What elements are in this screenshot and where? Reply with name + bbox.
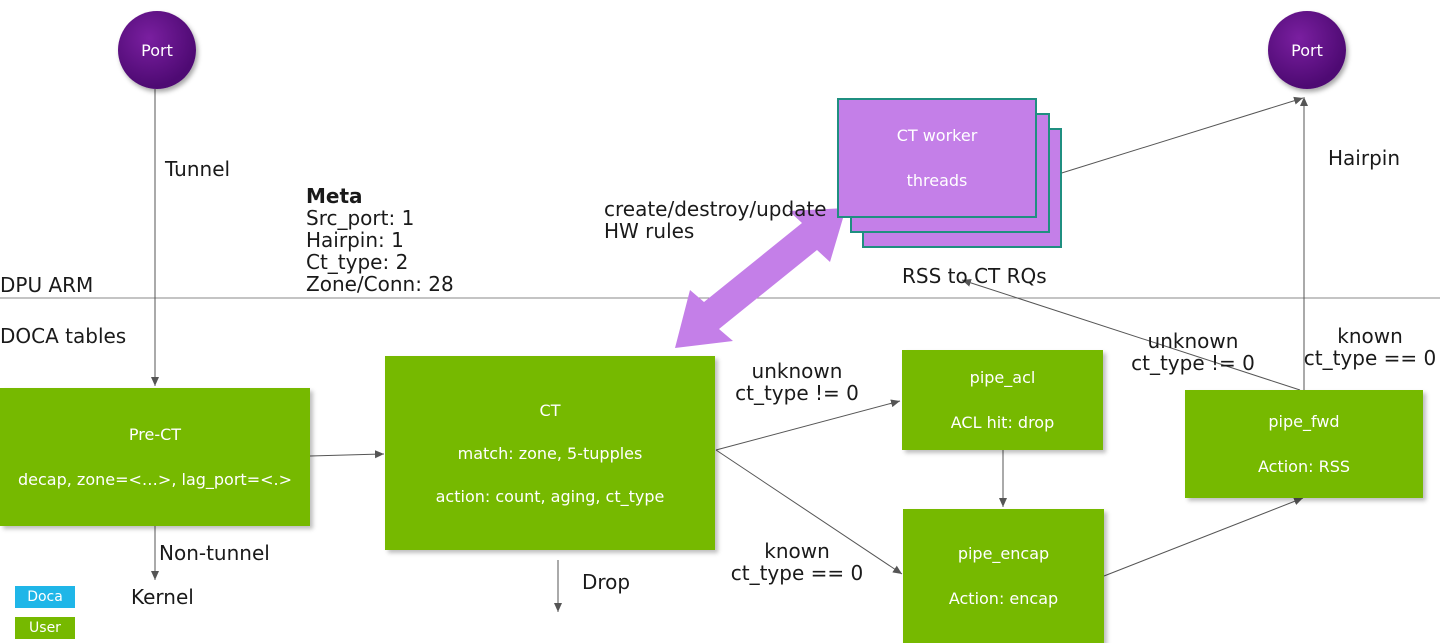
pipe-acl-box[interactable]: pipe_acl ACL hit: drop xyxy=(902,350,1103,450)
fwd-unknown-condition: unknown ct_type != 0 xyxy=(1131,329,1255,375)
arrow-fwd-to-rss xyxy=(961,278,1301,391)
meta-line: Ct_type: 2 xyxy=(306,250,409,274)
pipe-fwd-box[interactable]: pipe_fwd Action: RSS xyxy=(1185,390,1423,498)
hairpin-label: Hairpin xyxy=(1328,146,1401,170)
port-right[interactable]: Port xyxy=(1268,11,1346,89)
legend-user: User xyxy=(15,617,75,639)
pre-ct-box[interactable]: Pre-CT decap, zone=<…>, lag_port=<.> xyxy=(0,388,310,526)
meta-block: Meta Src_port: 1 Hairpin: 1 Ct_type: 2 Z… xyxy=(306,185,454,295)
doca-tables-label: DOCA tables xyxy=(0,324,127,348)
fwd-known-condition: known ct_type == 0 xyxy=(1303,324,1437,370)
rss-to-ct-label: RSS to CT RQs xyxy=(902,264,1047,288)
legend-doca: Doca xyxy=(15,586,75,608)
arrow-encap-to-fwd xyxy=(1103,497,1304,577)
kernel-label: Kernel xyxy=(131,585,194,609)
drop-label: Drop xyxy=(582,570,631,594)
pipe-encap-box[interactable]: pipe_encap Action: encap xyxy=(903,509,1104,643)
ct-worker-box[interactable]: CT worker threads xyxy=(837,98,1037,218)
meta-line: Zone/Conn: 28 xyxy=(306,272,454,296)
hw-rules-label: create/destroy/update HW rules xyxy=(604,197,827,243)
arrow-CT-to-encap xyxy=(715,449,903,575)
meta-line: Hairpin: 1 xyxy=(306,228,404,252)
ct-known-condition: known ct_type == 0 xyxy=(730,539,864,585)
dpu-arm-label: DPU ARM xyxy=(0,273,94,297)
hw-rules-double-arrow xyxy=(675,208,846,348)
arrow-CT-to-acl xyxy=(715,399,901,451)
ct-unknown-condition: unknown ct_type != 0 xyxy=(735,359,859,405)
port-left[interactable]: Port xyxy=(118,11,196,89)
tunnel-label: Tunnel xyxy=(165,157,231,181)
meta-line: Src_port: 1 xyxy=(306,206,415,230)
non-tunnel-label: Non-tunnel xyxy=(159,541,270,565)
ct-box[interactable]: CT match: zone, 5-tupples action: count,… xyxy=(385,356,715,550)
arrow-worker-to-port xyxy=(1051,96,1304,177)
meta-title: Meta xyxy=(306,184,363,208)
arrow-preCT-to-CT xyxy=(309,450,385,459)
